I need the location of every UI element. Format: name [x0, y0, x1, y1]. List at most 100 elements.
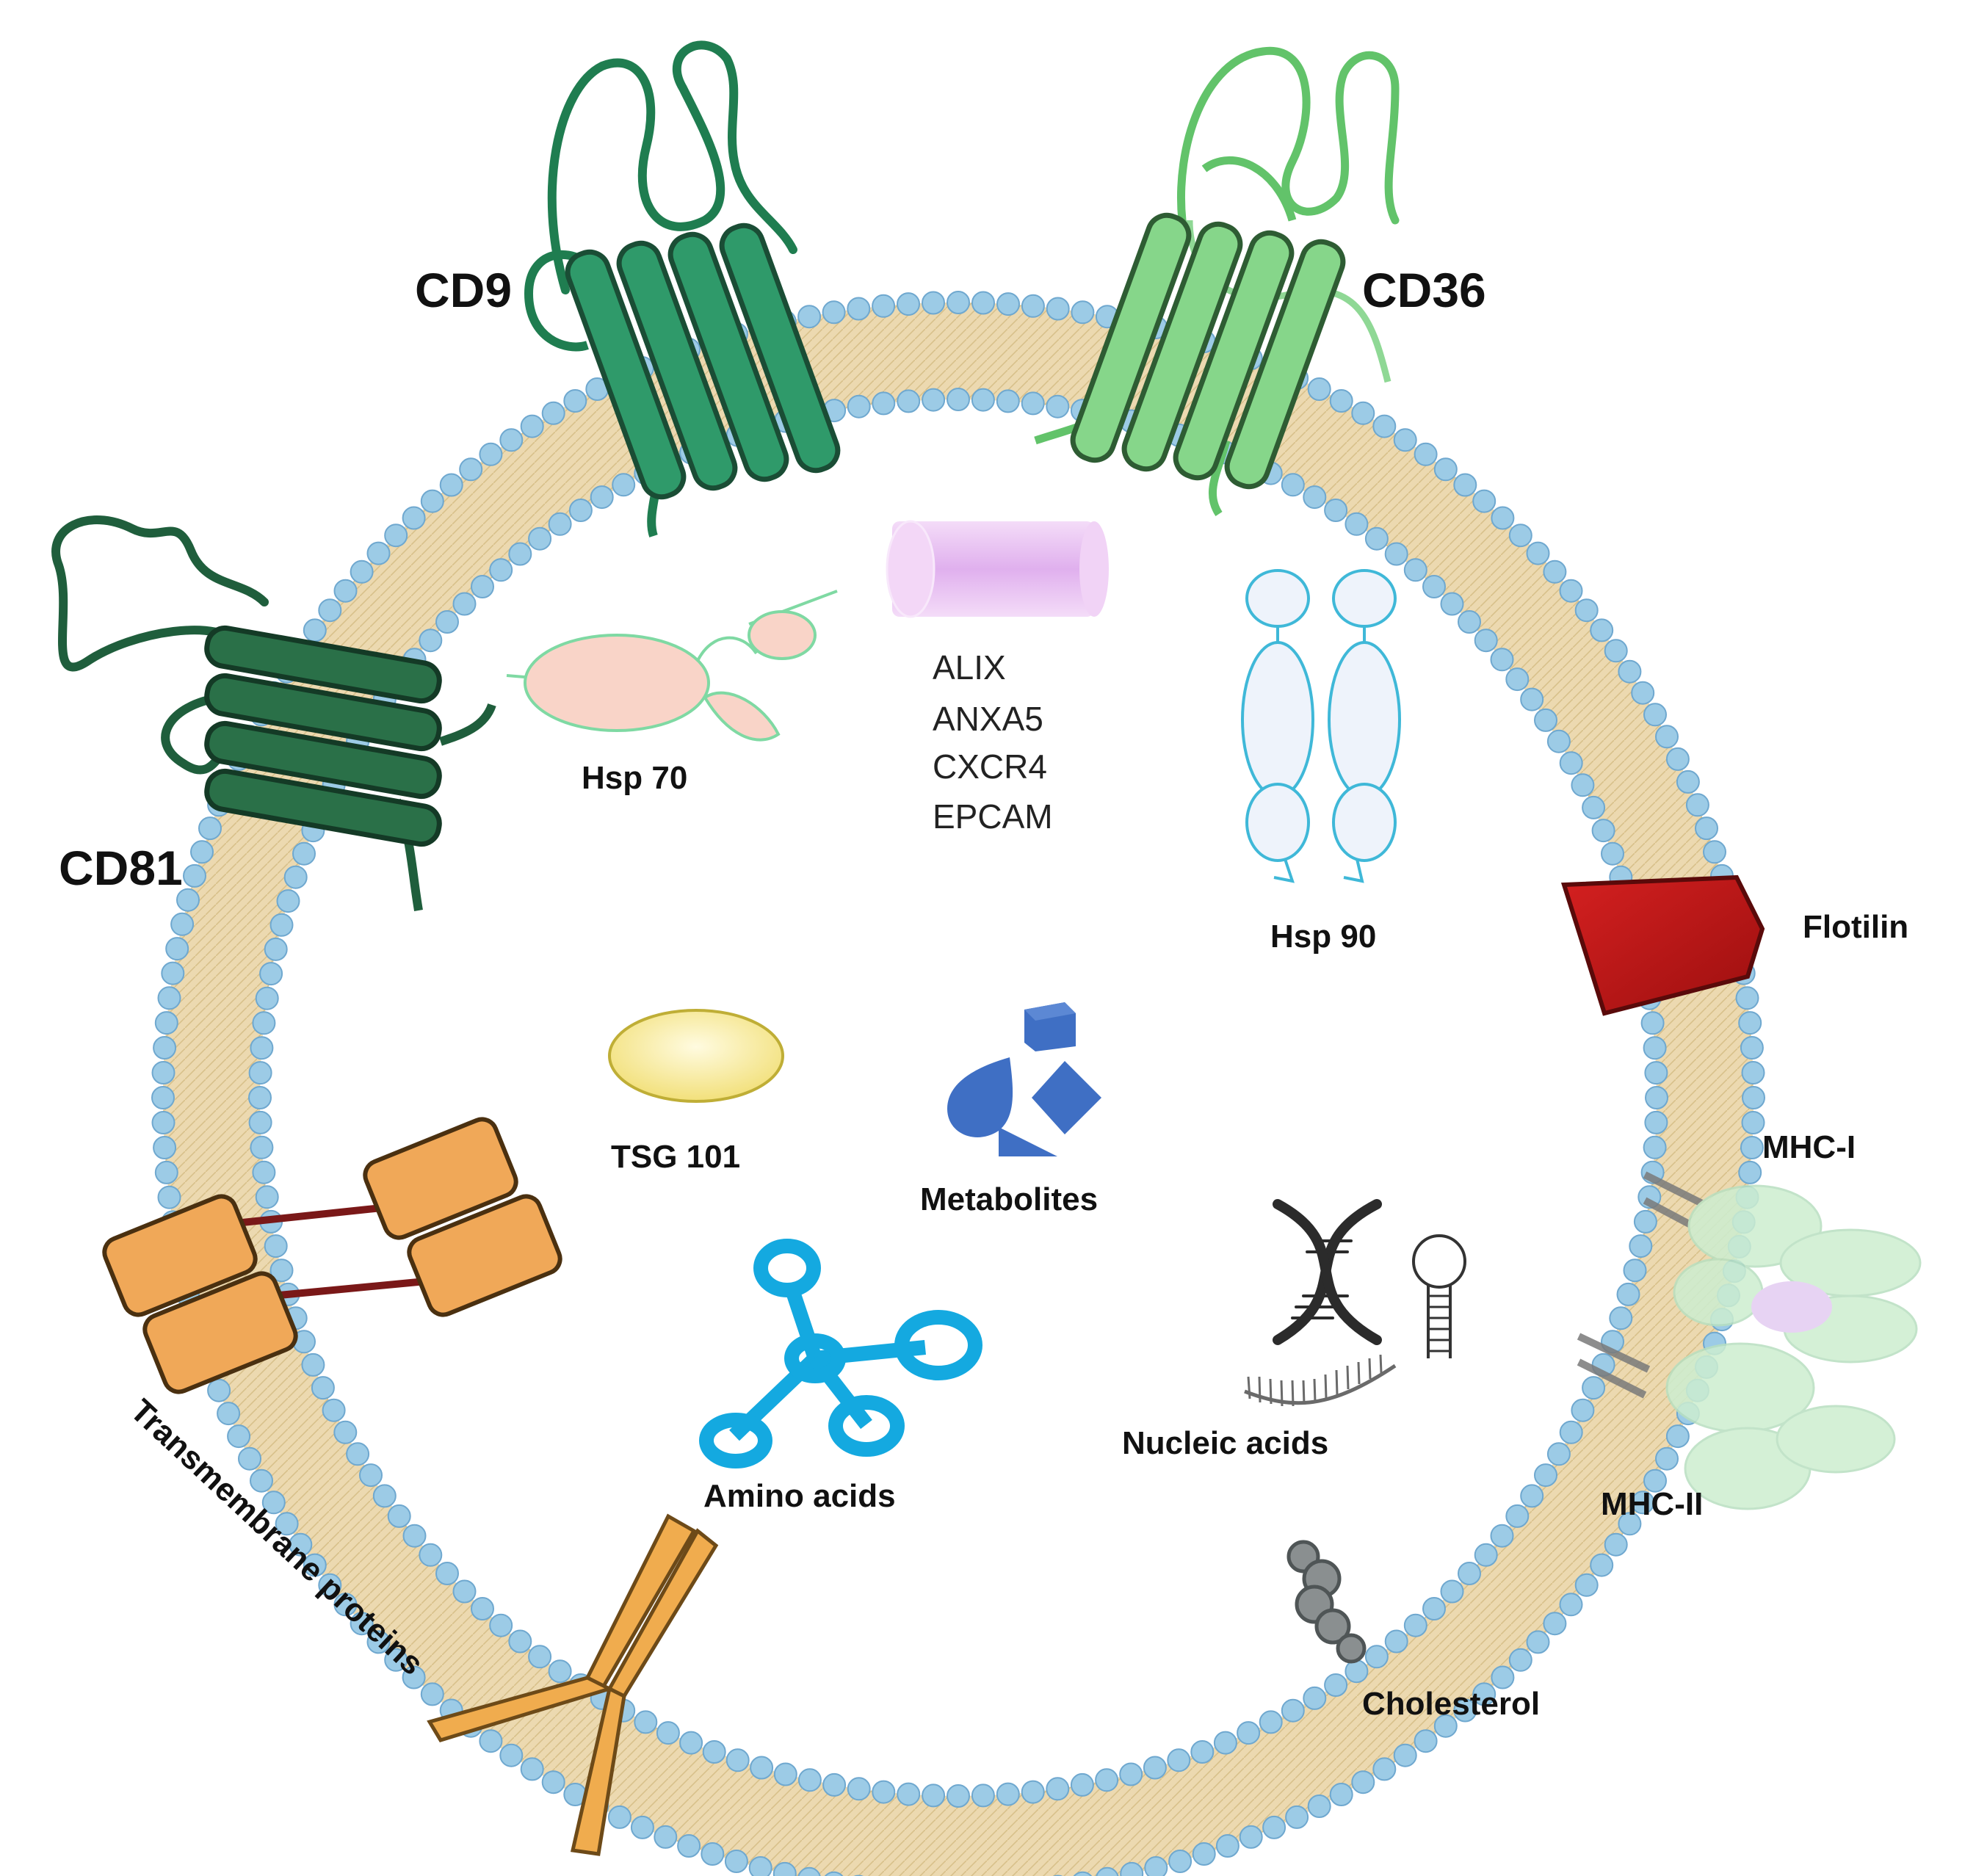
lipid-head [947, 291, 970, 314]
lipid-head [153, 1136, 177, 1159]
lipid-head [1393, 1743, 1417, 1767]
lipid-head [1329, 389, 1353, 413]
lipid-head [387, 1504, 411, 1528]
lipid-head [1655, 1446, 1679, 1471]
lipid-head [255, 986, 279, 1010]
lipid-head [824, 1871, 844, 1876]
lipid-head [1629, 1234, 1653, 1258]
lipid-head [1453, 1698, 1477, 1723]
lipid-head [922, 1783, 946, 1808]
lipid-head [1458, 610, 1481, 634]
cargo-cylinder [886, 520, 1109, 618]
lipid-head [1609, 1306, 1633, 1330]
lipid-head [1742, 1086, 1765, 1109]
lipid-head [283, 865, 308, 889]
lipid-head [1472, 1682, 1497, 1706]
lipid-head [435, 1562, 459, 1585]
lipid-head [269, 1258, 294, 1283]
lipid-head [261, 1491, 286, 1515]
lipid-head [190, 840, 214, 864]
lipid-head [1559, 1420, 1583, 1444]
lipid-head [1546, 729, 1571, 753]
lipid-head [1491, 1665, 1515, 1690]
lipid-head [654, 1825, 678, 1849]
lipid-head [303, 1553, 327, 1577]
lipid-head [563, 389, 587, 413]
lipid-head [922, 388, 946, 412]
lipid-head [333, 579, 358, 603]
lipid-head [897, 292, 920, 316]
nucleic-acids-icons [1244, 1199, 1466, 1407]
lipid-head [541, 401, 565, 425]
lipid-head [996, 1782, 1020, 1806]
cd9-protein [524, 40, 841, 537]
lipid-head [656, 1721, 680, 1745]
lipid-head [1345, 1659, 1369, 1684]
lipid-head [1505, 667, 1530, 692]
lipid-head [157, 986, 181, 1010]
lipid-head [971, 291, 995, 315]
lipid-head [1508, 524, 1532, 548]
lipid-head [590, 485, 614, 510]
lipid-head [250, 1135, 274, 1159]
lipid-head [1590, 1553, 1614, 1577]
lipid-head [1571, 773, 1595, 797]
lipid-head [1440, 592, 1464, 616]
cargo-list-item: ALIX [933, 648, 1006, 687]
lipid-head [248, 1061, 272, 1085]
lipid-head [402, 506, 426, 530]
lipid-head [259, 962, 283, 986]
lipid-head [1559, 579, 1583, 603]
lipid-head [1505, 1504, 1530, 1528]
lipid-head [971, 1783, 995, 1808]
lipid-head [1329, 1783, 1353, 1806]
label-metabolites: Metabolites [920, 1181, 1098, 1217]
lipid-head [248, 1110, 272, 1134]
lipid-head [1604, 1532, 1628, 1557]
lipid-head [1526, 1630, 1550, 1654]
lipid-head [1192, 1842, 1216, 1866]
label-amino-acids: Amino acids [703, 1478, 896, 1514]
lipid-head [479, 1729, 503, 1753]
lipid-head [318, 598, 342, 623]
lipid-head [1590, 618, 1614, 642]
lipid-head [489, 1613, 513, 1637]
lipid-head [471, 575, 494, 598]
lipid-head [1046, 394, 1070, 419]
lipid-head [1644, 1061, 1668, 1085]
lipid-head [366, 541, 391, 565]
lipid-head [217, 1402, 241, 1426]
lipid-head [459, 457, 483, 482]
lipid-head [471, 1597, 494, 1620]
label-nucleic-acids: Nucleic acids [1122, 1425, 1328, 1461]
lipid-head [1643, 703, 1667, 727]
lipid-head [1645, 1086, 1668, 1109]
lipid-head [1582, 1376, 1606, 1400]
lipid-head [1676, 769, 1700, 794]
lipid-head [1384, 1629, 1408, 1654]
lipid-head [333, 1420, 358, 1444]
mhc-complexes [1577, 1171, 1922, 1510]
lipid-head [996, 389, 1020, 413]
lipid-head [1414, 442, 1438, 466]
cd81-protein [51, 515, 496, 911]
lipid-head [1345, 512, 1369, 536]
lipid-head [1472, 489, 1497, 513]
lipid-head [1543, 559, 1567, 584]
lipid-head [847, 297, 871, 321]
lipid-head [947, 1784, 970, 1808]
cholesterol-molecule [1286, 1540, 1367, 1664]
lipid-head [1738, 1160, 1762, 1184]
lipid-head [1695, 816, 1718, 841]
lipid-head [520, 1757, 544, 1781]
lipid-head [1119, 1762, 1143, 1786]
lipid-head [250, 1036, 274, 1060]
lipid-head [1741, 1061, 1765, 1084]
amino-acids-graph [699, 1239, 982, 1468]
lipid-head [154, 1160, 178, 1184]
lipid-head [1601, 841, 1624, 866]
lipid-head [1414, 1729, 1438, 1753]
lipid-head [541, 1770, 565, 1794]
lipid-head [1281, 1698, 1305, 1723]
lipid-head [1574, 1573, 1599, 1597]
